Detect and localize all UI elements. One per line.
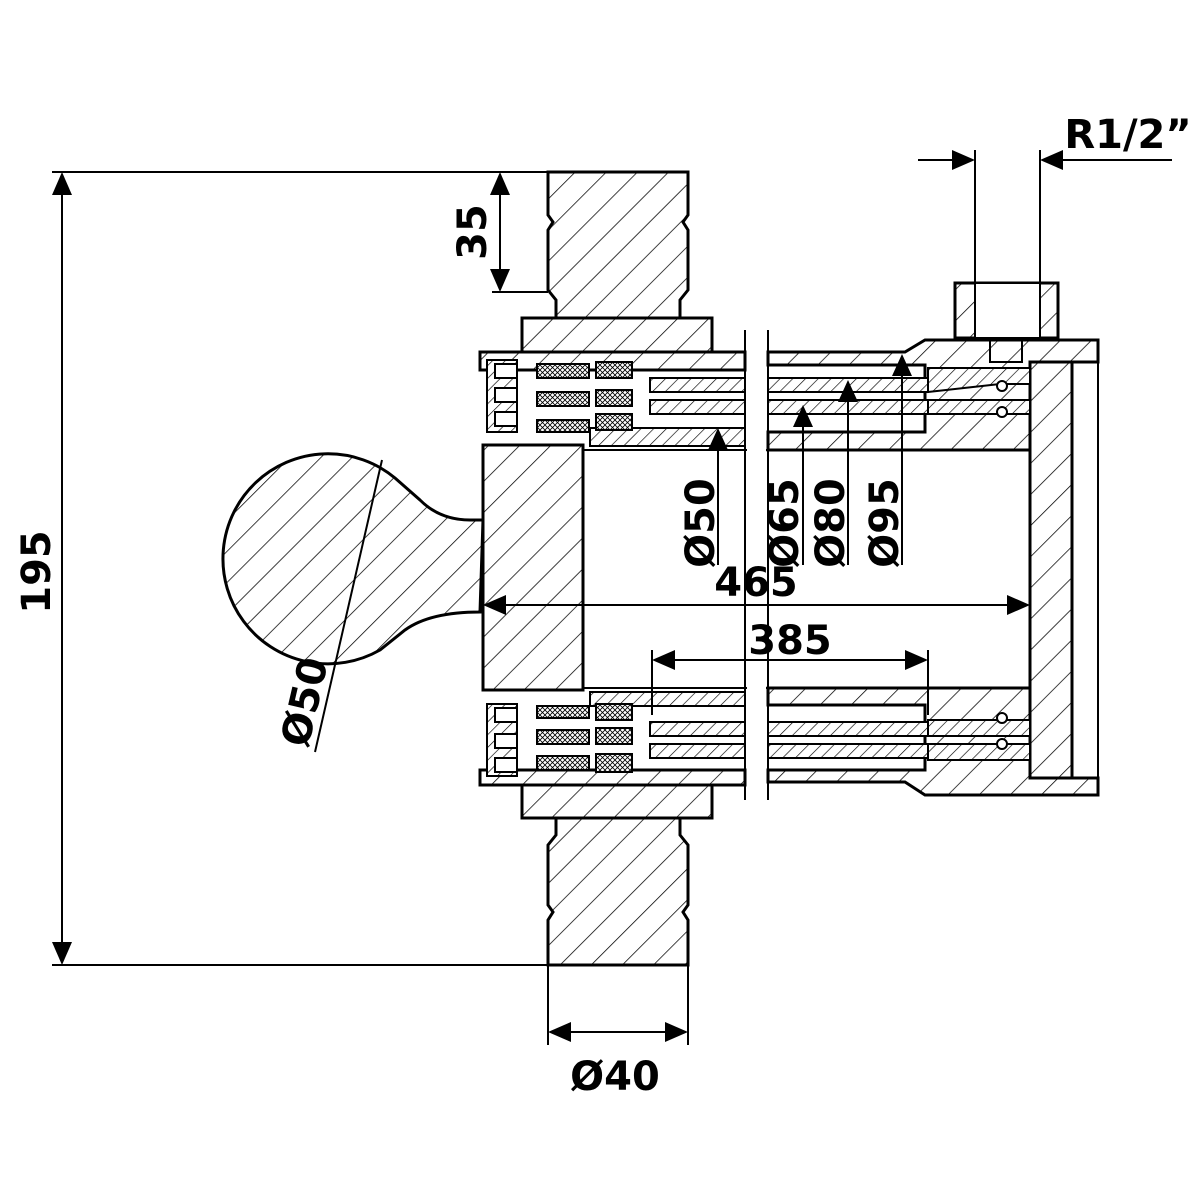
- dim-stage2-label: Ø65: [762, 478, 808, 568]
- seals-top: [486, 359, 633, 433]
- dim-stroke-stage: 385: [651, 618, 929, 715]
- dim-mount-depth: 35: [450, 172, 548, 293]
- top-mount: [520, 170, 714, 354]
- dim-40-label: Ø40: [570, 1054, 660, 1100]
- dim-35-label: 35: [450, 204, 496, 260]
- dim-465-label: 465: [714, 560, 798, 606]
- dim-mount-diameter: Ø40: [547, 965, 689, 1100]
- stage-sleeves-bottom: [589, 691, 1031, 761]
- dim-thread-label: R1/2”: [1064, 112, 1191, 158]
- dim-stage3-label: Ø80: [808, 478, 854, 568]
- bottom-mount: [520, 781, 714, 967]
- dim-195-label: 195: [14, 530, 60, 614]
- seals-bottom: [486, 703, 633, 777]
- port-fitting: [953, 281, 1060, 363]
- dim-385-label: 385: [748, 618, 832, 664]
- dim-ball-label: Ø50: [273, 653, 338, 751]
- dim-stage4-label: Ø95: [862, 478, 908, 568]
- dim-total-height: 195: [14, 171, 548, 966]
- break-lines: [744, 330, 769, 800]
- stage-diameter-leaders: Ø50 Ø65 Ø80 Ø95: [678, 354, 912, 568]
- dim-stage1-label: Ø50: [678, 478, 724, 568]
- dim-thread: R1/2”: [918, 112, 1192, 283]
- dim-stroke-total: 465: [483, 560, 1030, 615]
- ball-head: [221, 452, 485, 666]
